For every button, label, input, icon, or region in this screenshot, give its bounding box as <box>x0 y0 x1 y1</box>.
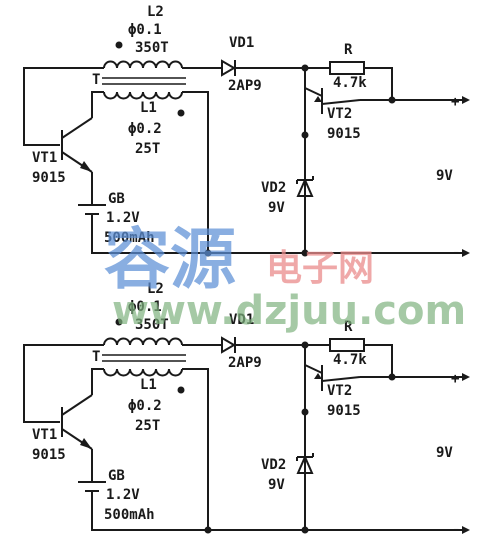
wire-l1-to-ground <box>182 368 209 530</box>
l1-turns-label: 25T <box>135 418 160 434</box>
minus-label: - <box>452 245 460 261</box>
gb-voltage-label: 1.2V <box>106 210 140 226</box>
l2-polarity-dot <box>115 41 123 49</box>
l2-label: L2 <box>147 281 164 297</box>
vd1-diode <box>221 59 236 77</box>
wire-r-to-output <box>364 344 393 377</box>
l1-wire-label: ϕ0.2 <box>128 121 162 137</box>
l1-label: L1 <box>140 100 157 116</box>
watermark: 容源电子网www.dzjuu.com <box>104 221 466 334</box>
l2-polarity-dot <box>115 318 123 326</box>
l2-turns-label: 350T <box>135 317 169 333</box>
vt2-part-label: 9015 <box>327 403 361 419</box>
output-arrow <box>462 96 470 104</box>
ground-arrow <box>462 249 470 257</box>
l2-turns-label: 350T <box>135 40 169 56</box>
l1-wire-label: ϕ0.2 <box>128 398 162 414</box>
vd1-part-label: 2AP9 <box>228 78 262 94</box>
vt1-part-label: 9015 <box>32 170 66 186</box>
vt1-collector <box>61 394 93 416</box>
vt1-part-label: 9015 <box>32 447 66 463</box>
l1-winding <box>103 368 183 377</box>
transformer-label: T <box>92 72 100 88</box>
vt1-collector <box>61 117 93 139</box>
node-ground-vd2 <box>301 526 309 534</box>
wire-l1-to-ground <box>182 91 209 253</box>
resistor-r <box>329 61 365 75</box>
vt1-label: VT1 <box>32 427 57 443</box>
vt2-arrow <box>314 96 322 102</box>
vt2-collector <box>304 87 323 97</box>
node-ground-l1 <box>204 249 212 257</box>
vd1-label: VD1 <box>229 312 254 328</box>
wire-ground-rail <box>91 214 462 254</box>
r-value-label: 4.7k <box>333 75 367 91</box>
vt2-collector <box>304 364 323 374</box>
wire-l2-to-base <box>23 344 104 423</box>
vd2-zener <box>296 177 314 197</box>
node-vd2 <box>301 408 309 416</box>
l2-wire-label: ϕ0.1 <box>128 22 162 38</box>
vd1-diode <box>221 336 236 354</box>
vt2-label: VT2 <box>327 106 352 122</box>
vd2-zener <box>296 454 314 474</box>
l1-winding <box>103 91 183 100</box>
vt2-part-label: 9015 <box>327 126 361 142</box>
vt2-label: VT2 <box>327 383 352 399</box>
l1-polarity-dot <box>177 109 185 117</box>
vd2-label: VD2 <box>261 457 286 473</box>
vd1-part-label: 2AP9 <box>228 355 262 371</box>
r-label: R <box>344 42 353 58</box>
l2-wire-label: ϕ0.1 <box>128 299 162 315</box>
vt1-label: VT1 <box>32 150 57 166</box>
output-voltage-label: 9V <box>436 445 453 461</box>
l2-winding <box>103 337 183 346</box>
r-label: R <box>344 319 353 335</box>
l1-turns-label: 25T <box>135 141 160 157</box>
vd2-voltage-label: 9V <box>268 200 285 216</box>
output-voltage-label: 9V <box>436 168 453 184</box>
vt2-emitter <box>321 99 361 105</box>
wire-l1-to-collector <box>91 91 104 118</box>
gb-label: GB <box>108 191 125 207</box>
vd2-voltage-label: 9V <box>268 477 285 493</box>
vt1-emitter-arrow <box>80 438 92 449</box>
transformer-label: T <box>92 349 100 365</box>
node-ground-l1 <box>204 526 212 534</box>
node-ground-vd2 <box>301 249 309 257</box>
l2-label: L2 <box>147 4 164 20</box>
watermark-brand: 容源 <box>104 221 236 298</box>
vt2-arrow <box>314 373 322 379</box>
wire-l2-to-base <box>23 67 104 146</box>
l1-label: L1 <box>140 377 157 393</box>
gb-capacity-label: 500mAh <box>104 507 155 523</box>
gb-label: GB <box>108 468 125 484</box>
wire-l1-to-collector <box>91 368 104 395</box>
vt2-emitter <box>321 376 361 382</box>
vd2-label: VD2 <box>261 180 286 196</box>
gb-voltage-label: 1.2V <box>106 487 140 503</box>
wire-r-to-output <box>364 67 393 100</box>
vt1-emitter-arrow <box>80 161 92 172</box>
output-arrow <box>462 373 470 381</box>
plus-label: + <box>451 371 459 387</box>
gb-capacity-label: 500mAh <box>104 230 155 246</box>
minus-label: - <box>452 522 460 538</box>
vd1-label: VD1 <box>229 35 254 51</box>
node-vd2 <box>301 131 309 139</box>
wire-ground-rail <box>91 491 462 531</box>
r-value-label: 4.7k <box>333 352 367 368</box>
resistor-r <box>329 338 365 352</box>
plus-label: + <box>451 94 459 110</box>
watermark-sub: 电子网 <box>266 248 374 289</box>
ground-arrow <box>462 526 470 534</box>
watermark-url: www.dzjuu.com <box>112 288 466 334</box>
l2-winding <box>103 60 183 69</box>
l1-polarity-dot <box>177 386 185 394</box>
